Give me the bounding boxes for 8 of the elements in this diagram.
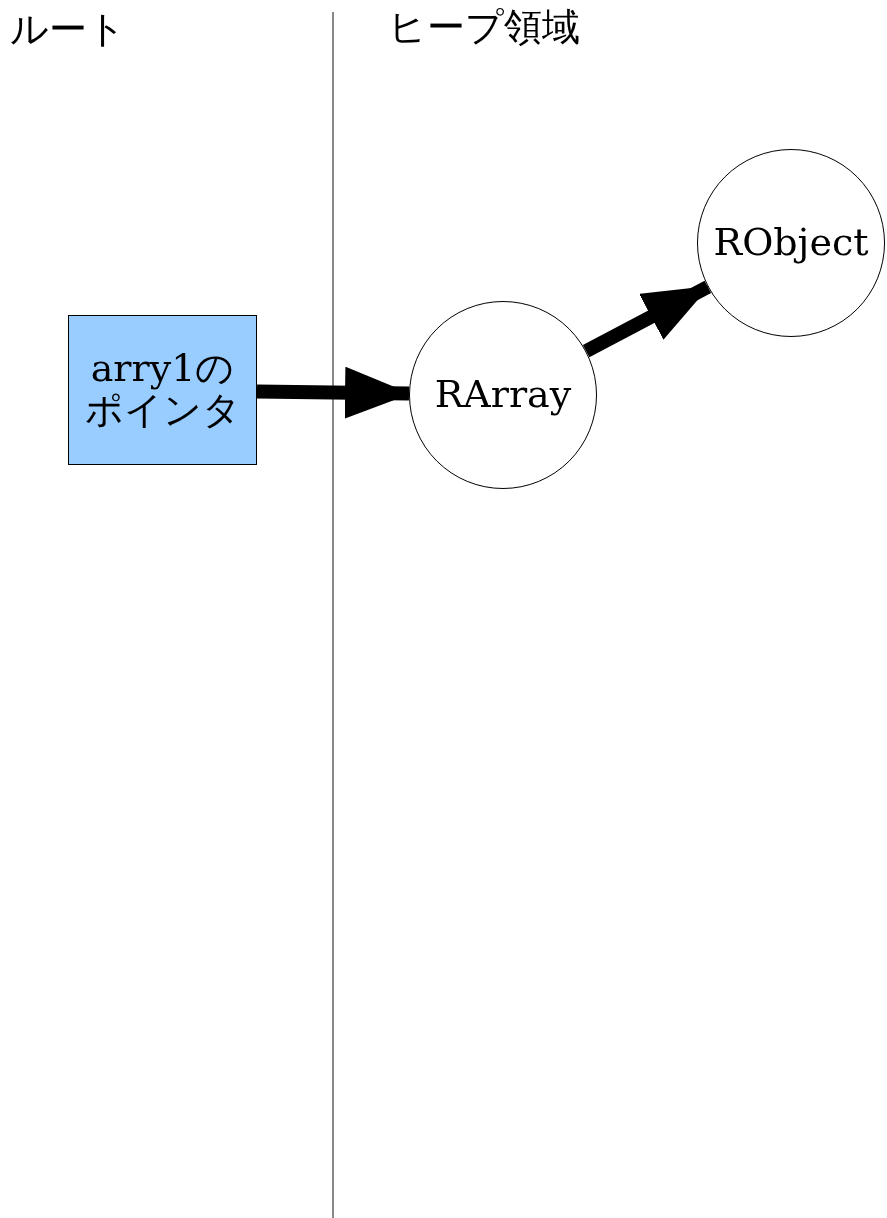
node-label: RArray	[434, 374, 572, 416]
section-heading: ヒープ領域	[388, 4, 580, 51]
section-heading: ルート	[10, 6, 126, 53]
arrow	[256, 366, 411, 419]
node-label: RObject	[713, 222, 869, 264]
node-label: arry1のポインタ	[83, 348, 242, 432]
arrow	[582, 280, 712, 358]
pointer-box	[68, 315, 257, 465]
